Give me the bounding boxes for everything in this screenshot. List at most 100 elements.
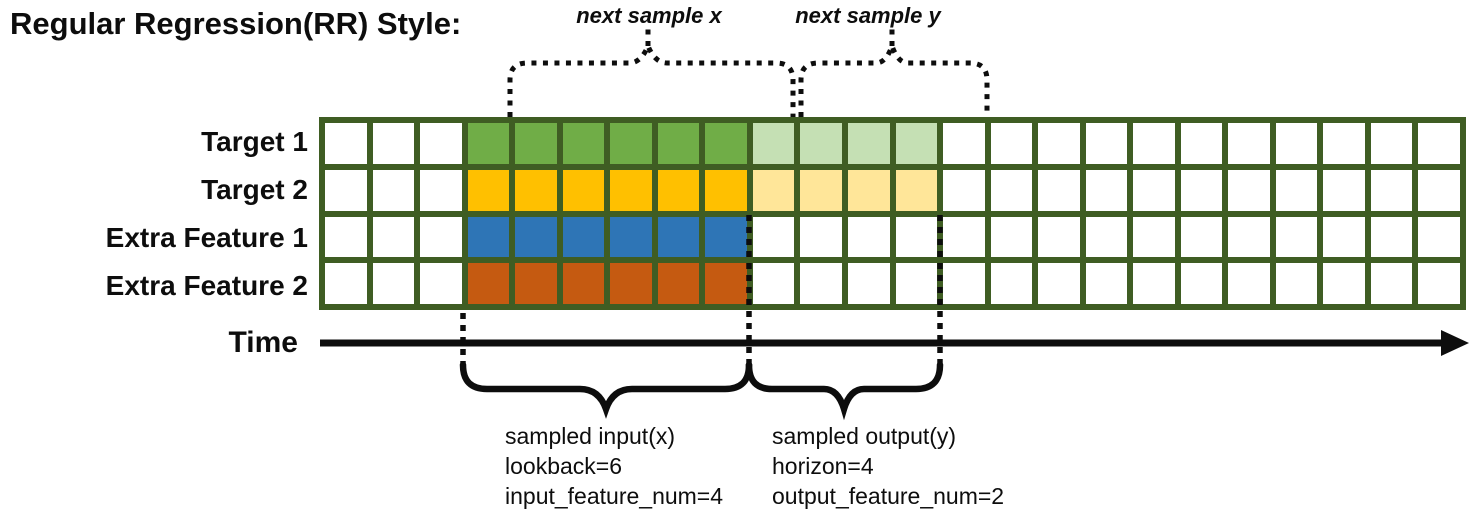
grid-cell	[515, 216, 557, 258]
grid-cell	[610, 169, 652, 211]
grid-cell	[1228, 263, 1270, 304]
grid-cell	[420, 169, 462, 211]
grid-cell	[1038, 169, 1080, 211]
grid-cell	[1323, 123, 1365, 164]
grid-cell	[562, 169, 605, 211]
grid-cell	[562, 216, 605, 258]
grid-cell	[1228, 169, 1270, 211]
grid-cell	[943, 216, 985, 258]
page-title: Regular Regression(RR) Style:	[10, 6, 462, 41]
grid-cell	[1370, 216, 1413, 258]
grid-cell	[372, 123, 415, 164]
grid-cell	[1275, 123, 1318, 164]
grid-cell	[705, 123, 747, 164]
grid-cell	[1418, 216, 1460, 258]
grid-cell	[1323, 216, 1365, 258]
lookback-value: lookback=6	[505, 453, 622, 479]
grid-cell	[1370, 169, 1413, 211]
sampled-output-brace	[745, 361, 944, 421]
grid-cell	[752, 169, 795, 211]
grid-cell	[467, 263, 510, 304]
grid-cell	[1418, 263, 1460, 304]
sample-grid	[319, 117, 1466, 310]
grid-cell	[705, 169, 747, 211]
grid-cell	[990, 263, 1033, 304]
grid-cell	[372, 216, 415, 258]
time-axis-label: Time	[228, 326, 298, 359]
grid-cell	[895, 263, 938, 304]
grid-cell	[372, 263, 415, 304]
grid-cell	[420, 216, 462, 258]
grid-cell	[1228, 216, 1270, 258]
grid-cell	[1133, 263, 1175, 304]
grid-cell	[895, 216, 938, 258]
grid-cell	[610, 263, 652, 304]
grid-cell	[515, 169, 557, 211]
grid-cell	[990, 123, 1033, 164]
next-sample-x-label: next sample x	[576, 3, 722, 28]
grid-cell	[847, 169, 890, 211]
grid-cell	[1418, 169, 1460, 211]
grid-cell	[1038, 123, 1080, 164]
grid-cell	[325, 216, 367, 258]
grid-cell	[1038, 216, 1080, 258]
row-label-target-1: Target 1	[201, 126, 308, 157]
grid-cell	[515, 123, 557, 164]
grid-cell	[1180, 169, 1223, 211]
grid-cell	[467, 216, 510, 258]
grid-cell	[1180, 216, 1223, 258]
grid-cell	[1275, 263, 1318, 304]
grid-cell	[420, 123, 462, 164]
grid-cell	[990, 216, 1033, 258]
grid-cell	[467, 169, 510, 211]
grid-cell	[752, 123, 795, 164]
sampled-output-title: sampled output(y)	[772, 423, 957, 449]
grid-cell	[325, 263, 367, 304]
grid-cell	[657, 263, 700, 304]
sampled-output-annotation: sampled output(y) horizon=4 output_featu…	[772, 421, 1004, 511]
grid-cell	[1228, 123, 1270, 164]
grid-cell	[1180, 263, 1223, 304]
next-sample-y-brace	[798, 27, 990, 117]
grid-cell	[752, 216, 795, 258]
grid-cell	[895, 123, 938, 164]
grid-cell	[943, 263, 985, 304]
grid-cell	[467, 123, 510, 164]
grid-cell	[657, 123, 700, 164]
grid-cell	[847, 263, 890, 304]
grid-cell	[1085, 123, 1128, 164]
grid-cell	[990, 169, 1033, 211]
grid-cell	[895, 169, 938, 211]
grid-cell	[1275, 169, 1318, 211]
grid-cell	[943, 169, 985, 211]
grid-cell	[1275, 216, 1318, 258]
next-sample-y-label: next sample y	[795, 3, 941, 28]
grid-cell	[372, 169, 415, 211]
grid-cell	[1180, 123, 1223, 164]
row-label-extra-feature-2: Extra Feature 2	[105, 270, 308, 301]
grid-cell	[420, 263, 462, 304]
grid-cell	[1133, 123, 1175, 164]
grid-cell	[800, 216, 842, 258]
grid-cell	[847, 216, 890, 258]
grid-cell	[1133, 216, 1175, 258]
grid-cell	[705, 216, 747, 258]
grid-cell	[562, 263, 605, 304]
grid-cell	[610, 216, 652, 258]
sampled-input-title: sampled input(x)	[505, 423, 676, 449]
grid-cell	[1370, 123, 1413, 164]
grid-cell	[1085, 263, 1128, 304]
grid-cell	[657, 169, 700, 211]
grid-cell	[800, 263, 842, 304]
grid-cell	[1133, 169, 1175, 211]
grid-cell	[325, 169, 367, 211]
grid-cell	[752, 263, 795, 304]
grid-cell	[1323, 263, 1365, 304]
sampled-input-brace	[459, 361, 753, 419]
grid-cell	[800, 169, 842, 211]
grid-cell	[657, 216, 700, 258]
grid-cell	[705, 263, 747, 304]
grid-cell	[562, 123, 605, 164]
grid-cell	[1418, 123, 1460, 164]
output-feature-num-value: output_feature_num=2	[772, 483, 1005, 509]
